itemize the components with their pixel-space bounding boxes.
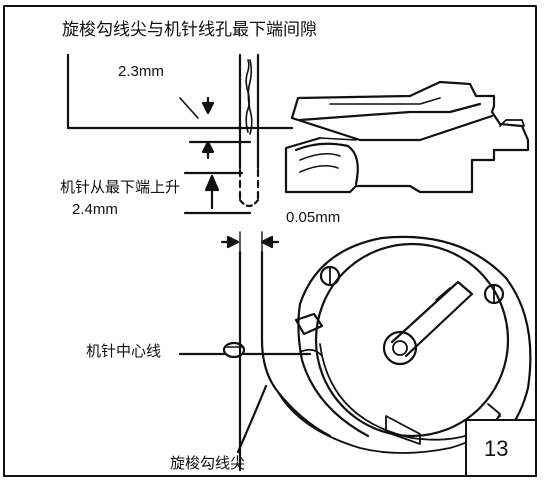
- needle-upper: [238, 53, 260, 208]
- screw-left: [319, 265, 341, 287]
- screw-right: [483, 283, 505, 305]
- gap-dimension-arrows: [201, 96, 215, 160]
- rise-label: 机针从最下端上升: [60, 178, 181, 196]
- gap-value: 2.3mm: [118, 63, 164, 80]
- needle-center-line: [178, 250, 332, 472]
- gap-title: 旋梭勾线尖与机针线孔最下端间隙: [62, 20, 317, 40]
- bobbin-case-arm: [382, 280, 474, 366]
- needle-center-label: 机针中心线: [86, 342, 162, 360]
- figure-number-box: [465, 419, 537, 477]
- hook-point-leader: [236, 384, 268, 454]
- rotary-hook-body: [284, 80, 530, 194]
- rotary-hook-race: [277, 235, 532, 454]
- rise-value: 2.4mm: [72, 201, 118, 218]
- clearance-dimension-arrows: [220, 231, 280, 253]
- clearance-value: 0.05mm: [286, 209, 341, 226]
- rise-arrow: [204, 174, 220, 210]
- hook-point-label: 旋梭勾线尖: [170, 454, 246, 472]
- figure-number: 13: [484, 436, 509, 461]
- figure-frame: [3, 5, 537, 477]
